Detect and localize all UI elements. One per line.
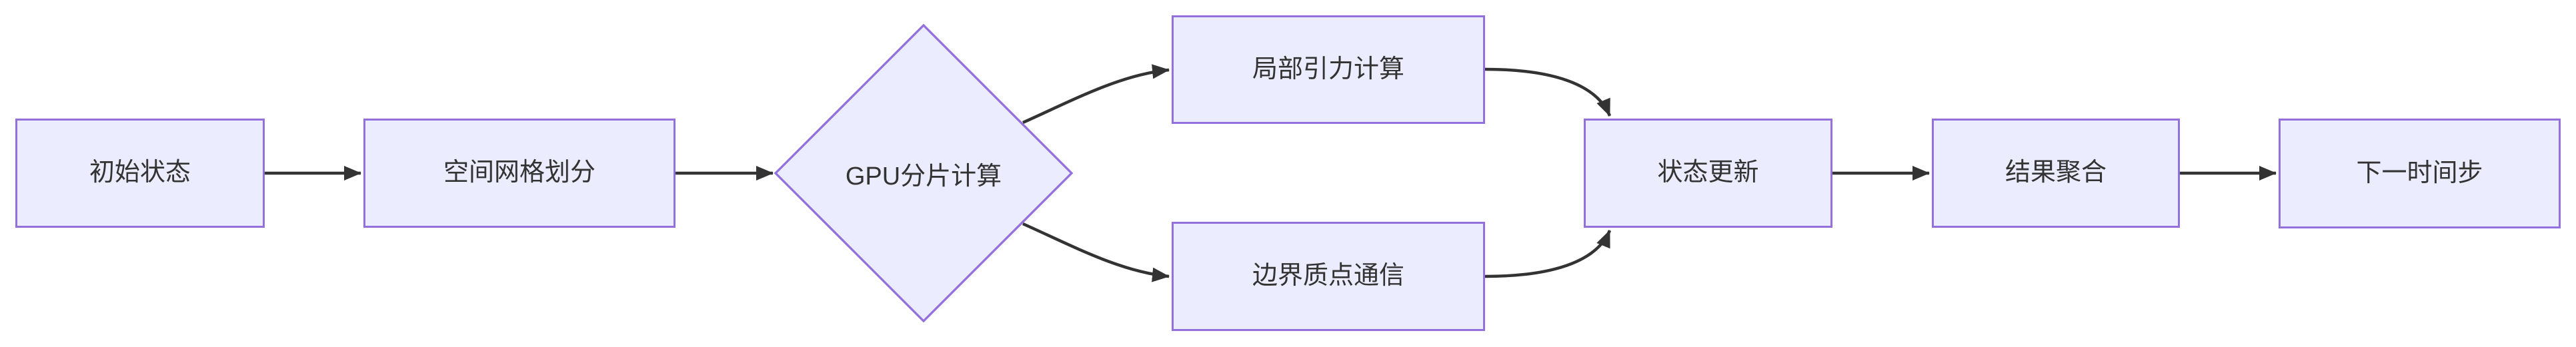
node-gpu-shard-shape (774, 23, 1074, 323)
node-label: 空间网格划分 (443, 159, 595, 187)
node-label: 局部引力计算 (1252, 55, 1404, 83)
node-label: 初始状态 (89, 159, 191, 187)
edge-boundary-to-update (1484, 230, 1612, 278)
node-next-timestep: 下一时间步 (2279, 119, 2561, 228)
edge-local-to-update (1484, 67, 1612, 117)
node-label: 结果聚合 (2005, 159, 2107, 187)
node-boundary-comm: 边界质点通信 (1172, 222, 1485, 331)
node-state-update: 状态更新 (1584, 119, 1832, 228)
node-local-gravity: 局部引力计算 (1172, 15, 1485, 124)
node-initial-state: 初始状态 (15, 119, 265, 228)
node-grid-partition: 空间网格划分 (363, 119, 676, 228)
node-label: 状态更新 (1657, 159, 1759, 187)
edge-gpu-to-local (1022, 64, 1170, 125)
node-label: 下一时间步 (2356, 159, 2483, 187)
node-result-aggregate: 结果聚合 (1932, 119, 2180, 228)
node-label: 边界质点通信 (1252, 262, 1404, 290)
edge-gpu-to-boundary (1022, 222, 1170, 282)
